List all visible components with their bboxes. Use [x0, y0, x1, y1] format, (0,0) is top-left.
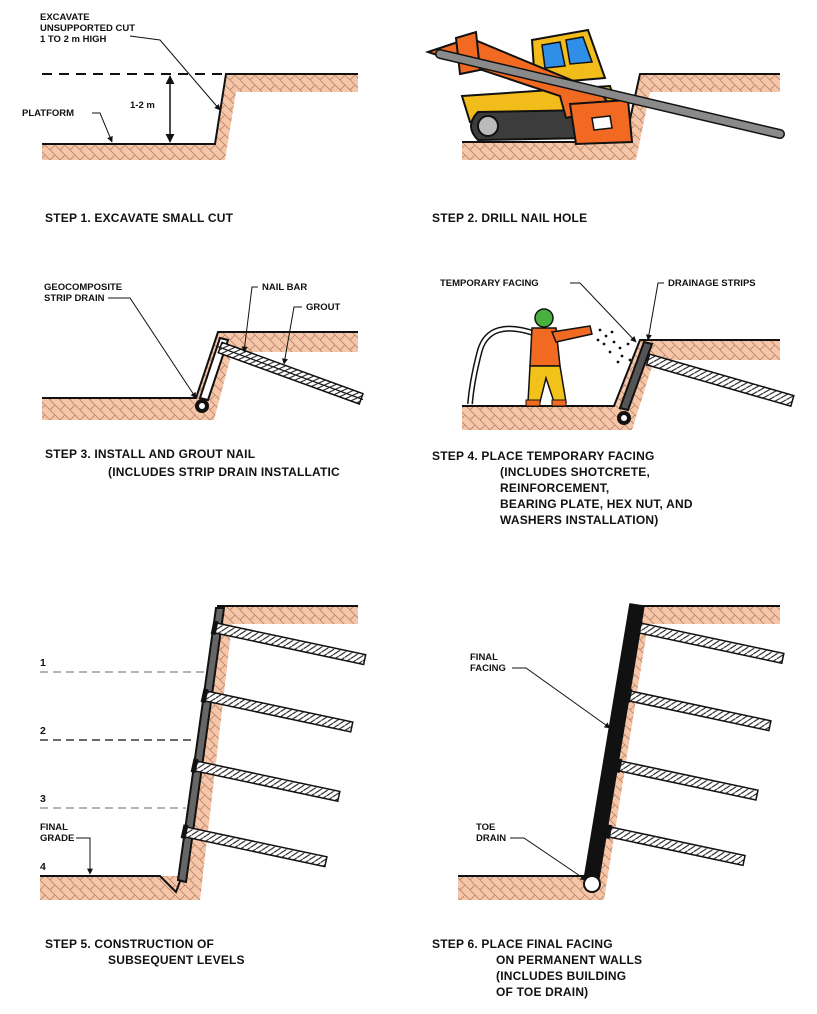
step3-panel: GEOCOMPOSITE STRIP DRAIN NAIL BAR GROUT … — [42, 282, 364, 479]
step5-nail-4 — [180, 824, 328, 868]
step6-nail-3 — [614, 758, 759, 801]
step6-caption-line3: (INCLUDES BUILDING — [496, 969, 626, 983]
step1-platform-leader — [92, 112, 113, 143]
step4-caption-line2: (INCLUDES SHOTCRETE, — [500, 465, 650, 479]
step1-panel: 1-2 m EXCAVATE UNSUPPORTED CUT 1 TO 2 m … — [22, 12, 358, 225]
step5-ground-line — [40, 605, 358, 894]
step4-facing-label: TEMPORARY FACING — [440, 278, 539, 289]
step6-nail-2 — [624, 688, 772, 732]
step3-grout-leader — [281, 306, 302, 365]
worker-spraying-icon — [467, 308, 632, 407]
step2-caption: STEP 2. DRILL NAIL HOLE — [432, 211, 587, 225]
step6-caption-line2: ON PERMANENT WALLS — [496, 953, 642, 967]
step1-height-label: 1-2 m — [130, 100, 155, 111]
step3-ground-line — [42, 331, 358, 399]
step4-facing-leader — [570, 282, 637, 343]
step3-drain-label-line2: STRIP DRAIN — [44, 293, 105, 304]
step1-caption: STEP 1. EXCAVATE SMALL CUT — [45, 211, 234, 225]
step6-caption-line4: OF TOE DRAIN) — [496, 985, 588, 999]
step5-caption-line1: STEP 5. CONSTRUCTION OF — [45, 937, 214, 951]
step3-caption-line1: STEP 3. INSTALL AND GROUT NAIL — [45, 447, 255, 461]
step6-toe-leader — [510, 837, 587, 881]
step5-panel: 1 2 3 4 FINAL GRADE STEP 5. CONSTRUCTION OF… — [40, 605, 367, 967]
step1-ground-line — [42, 73, 358, 145]
step1-excavate-leader — [129, 35, 221, 111]
step1-platform-label: PLATFORM — [22, 108, 74, 119]
step4-caption-line5: WASHERS INSTALLATION) — [500, 513, 658, 527]
step3-caption-line2: (INCLUDES STRIP DRAIN INSTALLATIC — [108, 465, 340, 479]
step5-level-label-2: 2 — [40, 725, 46, 737]
step6-facing-leader — [512, 667, 611, 729]
step4-soil — [462, 340, 780, 430]
shotcrete-hose — [467, 325, 537, 405]
drill-rig-icon — [424, 28, 785, 146]
step5-level-label-4: 4 — [40, 861, 46, 873]
step5-level-label-3: 3 — [40, 793, 46, 805]
step6-nail-4 — [604, 824, 746, 867]
step4-caption-line1: STEP 4. PLACE TEMPORARY FACING — [432, 449, 654, 463]
step6-facing-label-line1: FINAL — [470, 652, 498, 663]
step5-grade-label-line2: GRADE — [40, 833, 74, 844]
shotcrete-spray — [596, 328, 632, 364]
step4-nail — [645, 353, 795, 408]
step5-grade-leader — [76, 837, 93, 875]
step1-excavate-label-line3: 1 TO 2 m HIGH — [40, 34, 106, 45]
step6-panel: FINAL FACING TOE DRAIN STEP 6. PLACE FIN… — [432, 603, 785, 999]
step4-caption-line4: BEARING PLATE, HEX NUT, AND — [500, 497, 693, 511]
step3-drain-label-line1: GEOCOMPOSITE — [44, 282, 122, 293]
step3-nail — [216, 341, 364, 405]
step5-nail-2 — [200, 688, 354, 733]
step5-nails — [180, 620, 367, 868]
step3-grout-label: GROUT — [306, 302, 341, 313]
step4-temporary-facing — [618, 340, 654, 412]
step5-level-label-1: 1 — [40, 657, 46, 669]
worker-arm — [550, 325, 593, 343]
step4-strips-label: DRAINAGE STRIPS — [668, 278, 756, 289]
step5-levels: 1 2 3 4 — [40, 657, 206, 873]
worker-helmet — [534, 308, 554, 328]
step5-grade-label-line1: FINAL — [40, 822, 68, 833]
step5-nail-1 — [210, 620, 367, 666]
step1-excavate-label-line1: EXCAVATE — [40, 12, 90, 23]
step1-excavate-label-line2: UNSUPPORTED CUT — [40, 23, 135, 34]
step1-soil — [42, 74, 358, 160]
step6-toe-label-line2: DRAIN — [476, 833, 506, 844]
step3-drain-leader — [108, 297, 197, 399]
step4-strips-leader — [645, 282, 664, 341]
step4-caption-line3: REINFORCEMENT, — [500, 481, 609, 495]
step5-nail-3 — [190, 758, 341, 803]
step6-nail-1 — [634, 620, 785, 665]
step6-toe-drain — [583, 875, 601, 893]
step6-nails — [604, 620, 785, 867]
worker-legs — [527, 365, 567, 403]
step4-panel: TEMPORARY FACING DRAINAGE STRIPS STEP 4.… — [432, 278, 795, 527]
step3-nail-bar-leader — [241, 286, 258, 353]
step2-ground-line — [462, 73, 780, 143]
step3-nail-bar-label: NAIL BAR — [262, 282, 307, 293]
step5-caption-line2: SUBSEQUENT LEVELS — [108, 953, 245, 967]
step2-panel: STEP 2. DRILL NAIL HOLE — [424, 28, 785, 225]
step6-facing-label-line2: FACING — [470, 663, 506, 674]
step6-caption-line1: STEP 6. PLACE FINAL FACING — [432, 937, 613, 951]
step6-toe-label-line1: TOE — [476, 822, 495, 833]
